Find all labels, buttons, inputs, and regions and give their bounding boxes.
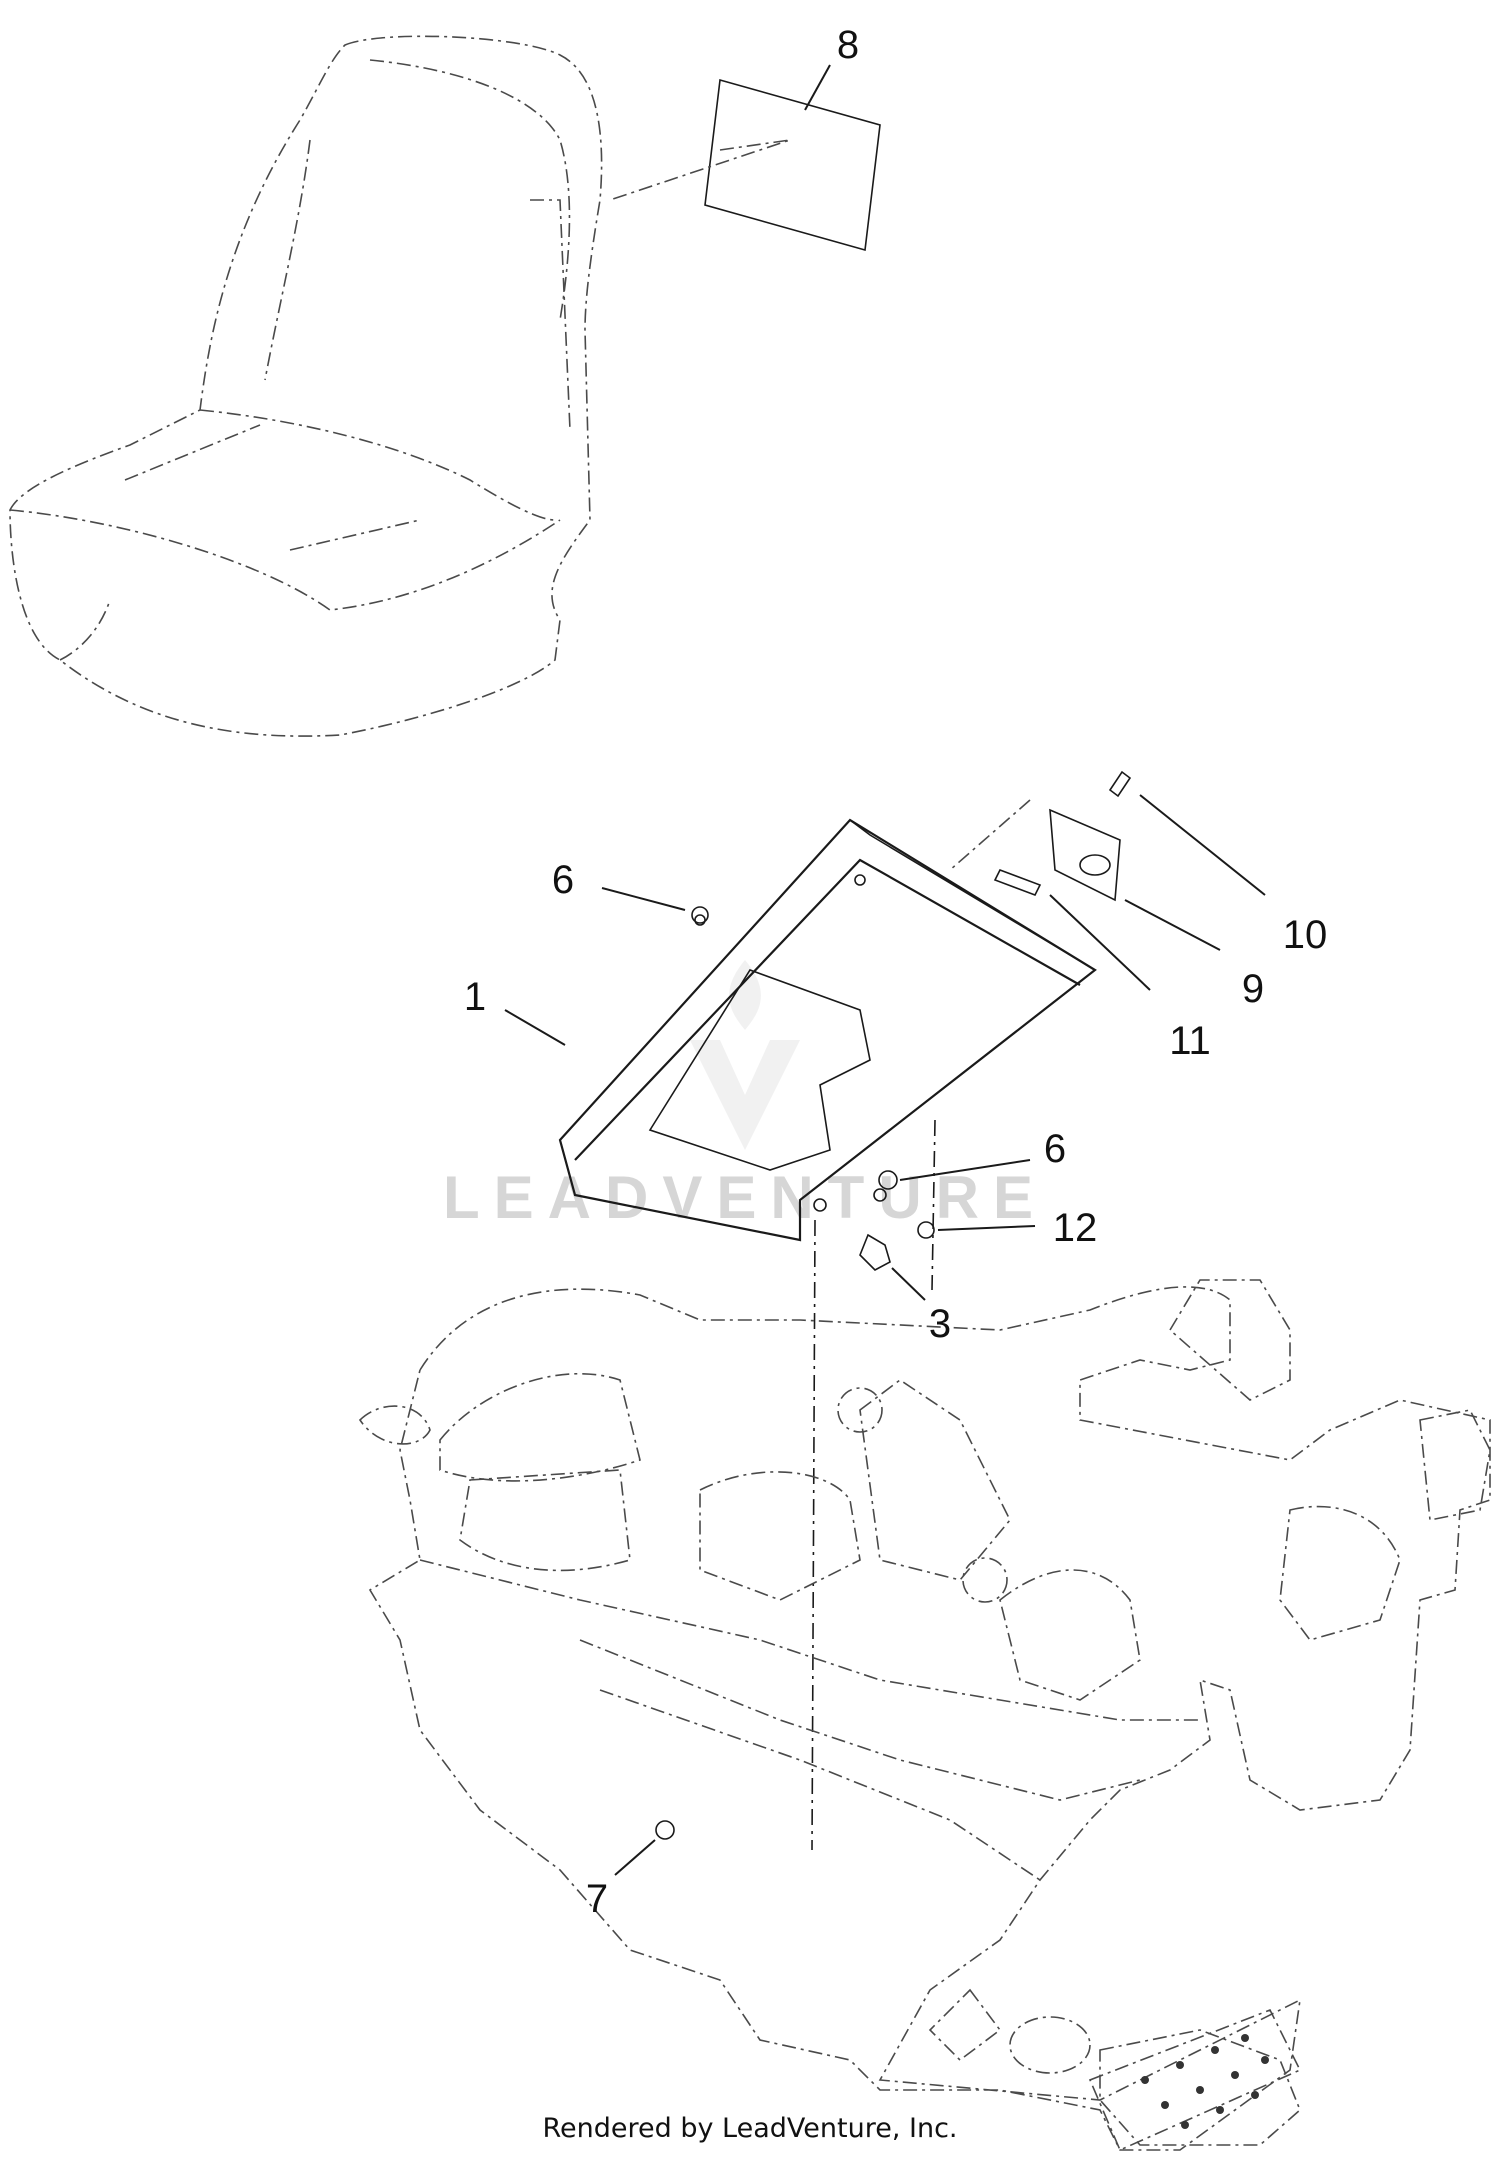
- callout-7: 7: [586, 1877, 608, 1921]
- leader-10: [1139, 794, 1266, 896]
- leader-12: [937, 1225, 1036, 1231]
- bracket-part-9: [1049, 808, 1121, 902]
- foot-pedal-plate: [1088, 2008, 1302, 2152]
- alignment-line: [811, 1219, 816, 1851]
- footer-credit: Rendered by LeadVenture, Inc.: [542, 2113, 958, 2144]
- washer-part-12: [917, 1221, 935, 1239]
- callout-11: 11: [1169, 1019, 1211, 1063]
- callout-12: 12: [1053, 1206, 1098, 1250]
- watermark-text: LEADVENTURE: [443, 1164, 1047, 1231]
- leader-11: [1049, 894, 1151, 991]
- seat-plate-part-1: [558, 818, 1097, 1242]
- leader-1: [504, 1009, 566, 1046]
- nut-part-7: [655, 1820, 675, 1840]
- seat-outline: [9, 35, 603, 737]
- mower-frame-outline: [358, 1279, 1491, 2151]
- callout-10: 10: [1283, 913, 1328, 957]
- nut-part-6-upper: [691, 906, 709, 924]
- leader-7: [614, 1839, 656, 1876]
- spacer-part-11: [993, 868, 1042, 897]
- callout-3: 3: [929, 1302, 951, 1346]
- callout-9: 9: [1242, 967, 1264, 1011]
- leader-6-lower: [899, 1159, 1031, 1181]
- bolt-part-3: [859, 1233, 891, 1271]
- watermark-logo: [690, 960, 800, 1150]
- nut-part-6-lower: [878, 1170, 898, 1190]
- decal-part-8: [609, 78, 881, 252]
- leader-9: [1124, 899, 1221, 951]
- leader-3: [891, 1267, 926, 1301]
- callout-6-upper: 6: [552, 858, 574, 902]
- bolt-part-10: [949, 770, 1132, 871]
- leader-6-upper: [601, 887, 686, 911]
- leader-8: [804, 64, 831, 111]
- callout-1: 1: [464, 975, 486, 1019]
- alignment-line-right: [931, 1119, 936, 1291]
- callout-8: 8: [837, 23, 859, 67]
- callout-6-lower: 6: [1044, 1127, 1066, 1171]
